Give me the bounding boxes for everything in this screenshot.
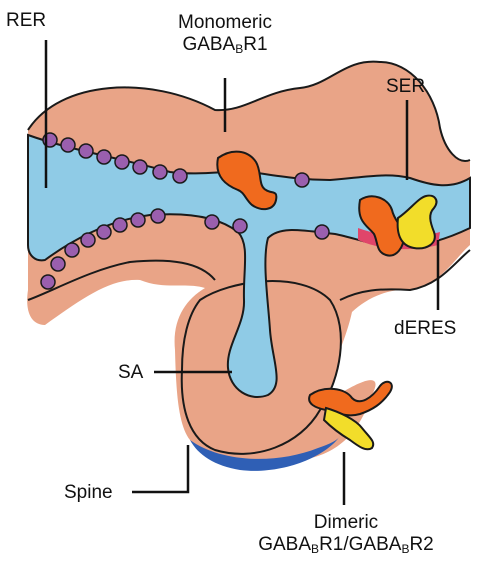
label-monomeric: Monomeric GABABR1 <box>164 12 286 56</box>
ribosome <box>61 138 75 152</box>
label-dimeric-line1: Dimeric <box>230 512 462 534</box>
label-dimeric-line2: GABABR1/GABABR2 <box>230 534 462 556</box>
leader-spine <box>132 445 188 492</box>
ribosome <box>115 155 129 169</box>
ribosome <box>153 165 167 179</box>
ribosome <box>65 243 79 257</box>
ribosome <box>133 160 147 174</box>
ribosome <box>113 218 127 232</box>
label-rer: RER <box>6 10 46 32</box>
label-dimeric: Dimeric GABABR1/GABABR2 <box>230 512 462 556</box>
label-monomeric-line2: GABABR1 <box>164 34 286 56</box>
ribosome <box>51 257 65 271</box>
ribosome <box>79 144 93 158</box>
ribosome <box>173 169 187 183</box>
label-deres: dERES <box>394 318 456 340</box>
ribosome <box>97 225 111 239</box>
label-ser: SER <box>386 76 425 98</box>
ribosome <box>81 233 95 247</box>
label-monomeric-line1: Monomeric <box>164 12 286 34</box>
label-sa: SA <box>118 362 143 384</box>
ribosome <box>97 150 111 164</box>
ribosome <box>151 209 165 223</box>
ribosome <box>205 215 219 229</box>
ribosome <box>295 173 309 187</box>
ribosome <box>315 225 329 239</box>
ribosome <box>131 213 145 227</box>
ribosome <box>233 219 247 233</box>
ribosome <box>41 275 55 289</box>
label-spine: Spine <box>64 482 113 504</box>
